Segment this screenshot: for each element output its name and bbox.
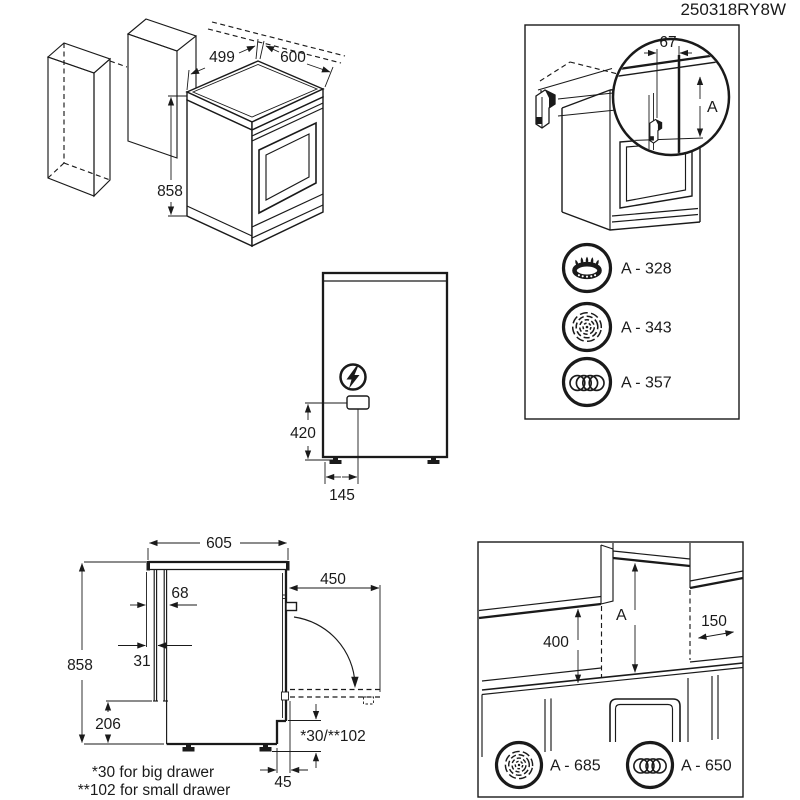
bracket-in-place (649, 118, 663, 144)
anti-tilt-bracket-icon (535, 89, 556, 129)
drawer-line (251, 193, 324, 228)
lightning-icon (346, 366, 360, 389)
svg-text:A - 650: A - 650 (681, 758, 732, 775)
clearance-row-fan-install: A - 685 (494, 740, 601, 790)
oven-door-iso (258, 121, 317, 215)
dim-drawer-clearance: *30/**102 (272, 704, 366, 768)
magnifier-circle (611, 37, 731, 157)
worktop (146, 560, 290, 571)
svg-text:858: 858 (67, 657, 93, 674)
dim-side-clearance: 150 (697, 613, 735, 640)
leveling-foot (427, 457, 440, 464)
dim-socket-offset: 145 (324, 409, 359, 504)
svg-text:858: 858 (157, 183, 183, 200)
dim-depth: 605 (147, 535, 289, 560)
callout-line (557, 109, 617, 117)
svg-text:A - 685: A - 685 (550, 758, 601, 775)
svg-text:420: 420 (290, 425, 316, 442)
svg-text:45: 45 (274, 774, 291, 791)
hood-unit (612, 543, 691, 568)
svg-text:A: A (707, 99, 718, 116)
note-small-drawer: **102 for small drawer (78, 782, 230, 799)
right-wall-unit (689, 566, 744, 590)
note-big-drawer: *30 for big drawer (92, 764, 214, 781)
dim-door-open: 450 (289, 571, 381, 692)
dim-iso-depth: 600 (259, 40, 334, 88)
svg-text:605: 605 (206, 535, 232, 552)
dim-worktop-clearance: 400 (543, 608, 582, 684)
svg-text:499: 499 (209, 49, 235, 66)
dim-hood-clearance: A (616, 562, 639, 673)
coil-icon (561, 356, 613, 408)
svg-text:68: 68 (171, 585, 188, 602)
rear-panel-outline (321, 271, 449, 459)
fan-icon (502, 748, 536, 782)
dim-iso-height: 858 (157, 95, 187, 217)
anti-tilt-stand (609, 698, 681, 742)
dim-rear-gap: 31 (118, 642, 192, 670)
body-profile (166, 570, 298, 752)
svg-text:31: 31 (133, 653, 150, 670)
detail-box-frame (524, 24, 740, 420)
dim-plinth-height: 206 (95, 700, 152, 744)
leveling-foot (259, 744, 272, 752)
gas-burner-icon (575, 257, 600, 278)
svg-text:400: 400 (543, 634, 569, 651)
door-swing (290, 616, 382, 705)
fan-icon (569, 309, 605, 345)
dim-socket-height: 420 (290, 402, 347, 461)
cooker-iso (185, 60, 325, 248)
dim-clearance-A: A (696, 76, 718, 138)
clearance-row-coil: A - 357 (561, 356, 672, 408)
svg-text:150: 150 (701, 613, 727, 630)
svg-text:A - 343: A - 343 (621, 320, 672, 337)
svg-text:450: 450 (320, 571, 346, 588)
gas-burner-icon (561, 242, 613, 294)
rear-view: 420 145 (290, 271, 449, 504)
svg-text:A - 328: A - 328 (621, 261, 672, 278)
side-view: 605 858 68 31 206 (67, 535, 382, 799)
door-hinge (281, 691, 289, 701)
dim-iso-width: 499 (186, 38, 259, 91)
leveling-foot (182, 744, 195, 752)
svg-text:145: 145 (329, 487, 355, 504)
dim-bracket-offset: 67 (644, 34, 692, 57)
install-box: 400 A 150 A - 685 A - 650 (477, 541, 744, 798)
svg-text:*30/**102: *30/**102 (300, 728, 366, 745)
terminal-box (346, 395, 370, 410)
svg-text:206: 206 (95, 716, 121, 733)
install-box-frame (477, 541, 744, 798)
svg-text:67: 67 (659, 34, 676, 51)
svg-text:A - 357: A - 357 (621, 375, 672, 392)
callout-line (557, 92, 614, 100)
dim-top-rear-gap: 68 (130, 572, 197, 647)
coil-icon (625, 740, 675, 790)
svg-text:600: 600 (280, 49, 306, 66)
clearance-row-gas: A - 328 (561, 242, 672, 294)
dim-height: 858 (67, 561, 164, 745)
clearance-row-coil-install: A - 650 (625, 740, 732, 790)
door-handle (285, 601, 298, 612)
leveling-foot (329, 457, 342, 464)
lightning-icon (339, 363, 367, 391)
detail-box: 67 A A - 328 A - 343 A - 357 (524, 24, 740, 420)
left-cabinet (46, 42, 128, 198)
coil-icon (569, 374, 605, 392)
electrical-connection-symbol (339, 363, 367, 391)
coil-icon (633, 758, 667, 774)
fan-icon (561, 301, 613, 353)
fan-icon (494, 740, 544, 790)
rear-channel (153, 570, 168, 744)
clearance-row-fan: A - 343 (561, 301, 672, 353)
iso-view: 499 600 858 (46, 18, 346, 248)
left-wall-unit (478, 544, 614, 620)
product-code: 250318RY8W (680, 0, 786, 19)
svg-text:A: A (616, 607, 627, 624)
dim-recess-depth: 45 (260, 701, 308, 791)
counters (481, 590, 744, 757)
open-door-handle (363, 696, 374, 705)
